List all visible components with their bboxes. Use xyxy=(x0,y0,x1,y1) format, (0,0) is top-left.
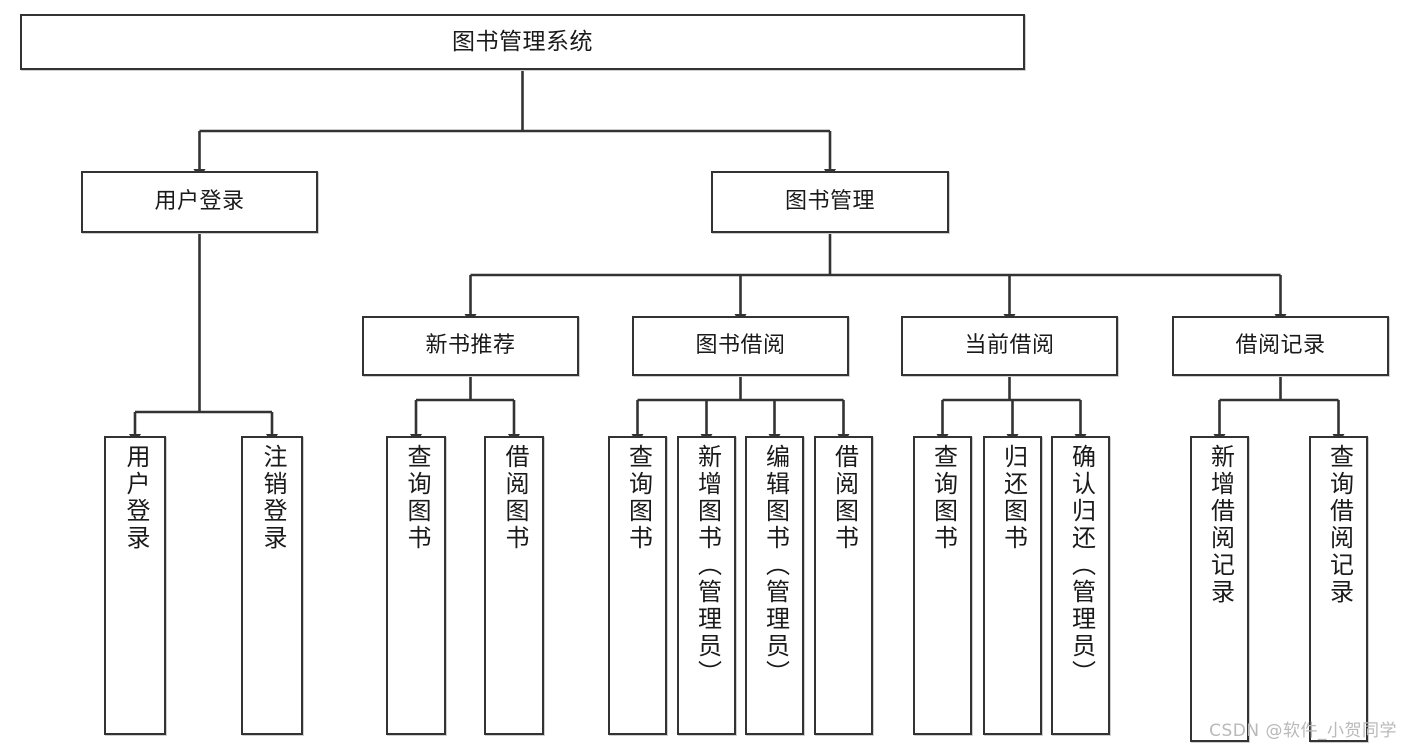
node-label: 归还图书 xyxy=(999,444,1028,552)
node-label: 图书管理 xyxy=(784,189,875,215)
node-label: 新增借阅记录 xyxy=(1206,444,1235,606)
node-label: 注销登录 xyxy=(258,444,287,552)
leaf-query-book-newbook[interactable]: 查询图书 xyxy=(386,436,446,735)
leaf-borrow-book-newbook[interactable]: 借阅图书 xyxy=(484,436,544,735)
leaf-add-borrow-record[interactable]: 新增借阅记录 xyxy=(1190,436,1249,742)
node-current-borrow[interactable]: 当前借阅 xyxy=(901,316,1118,376)
leaf-edit-book-admin[interactable]: 编辑图书（管理员） xyxy=(745,436,804,735)
node-label: 借阅图书 xyxy=(830,444,859,552)
leaf-query-book-borrow[interactable]: 查询图书 xyxy=(608,436,667,735)
node-label: 查询图书 xyxy=(929,444,958,552)
node-label: 编辑图书（管理员） xyxy=(761,444,790,687)
leaf-logout[interactable]: 注销登录 xyxy=(241,436,303,735)
node-new-book-recommend[interactable]: 新书推荐 xyxy=(362,316,579,376)
node-root[interactable]: 图书管理系统 xyxy=(20,14,1025,70)
node-label: 图书借阅 xyxy=(695,333,786,359)
leaf-query-book-current[interactable]: 查询图书 xyxy=(913,436,972,735)
node-label: 新书推荐 xyxy=(425,333,516,359)
node-label: 用户登录 xyxy=(154,189,245,215)
leaf-confirm-return-admin[interactable]: 确认归还（管理员） xyxy=(1051,436,1110,735)
leaf-add-book-admin[interactable]: 新增图书（管理员） xyxy=(677,436,736,735)
node-book-borrow[interactable]: 图书借阅 xyxy=(632,316,849,376)
node-label: 用户登录 xyxy=(121,444,150,552)
leaf-user-login[interactable]: 用户登录 xyxy=(104,436,166,735)
leaf-borrow-book[interactable]: 借阅图书 xyxy=(814,436,873,735)
node-label: 图书管理系统 xyxy=(452,28,593,55)
node-label: 查询图书 xyxy=(402,444,431,552)
node-user-login[interactable]: 用户登录 xyxy=(81,171,318,233)
leaf-return-book[interactable]: 归还图书 xyxy=(983,436,1042,735)
node-label: 查询借阅记录 xyxy=(1325,444,1354,606)
node-label: 当前借阅 xyxy=(964,333,1055,359)
node-book-management[interactable]: 图书管理 xyxy=(711,171,949,233)
node-label: 新增图书（管理员） xyxy=(693,444,722,687)
leaf-query-borrow-record[interactable]: 查询借阅记录 xyxy=(1309,436,1368,742)
node-label: 查询图书 xyxy=(624,444,653,552)
node-borrow-records[interactable]: 借阅记录 xyxy=(1172,316,1389,376)
node-label: 借阅记录 xyxy=(1235,333,1326,359)
node-label: 借阅图书 xyxy=(500,444,529,552)
node-label: 确认归还（管理员） xyxy=(1067,444,1096,687)
